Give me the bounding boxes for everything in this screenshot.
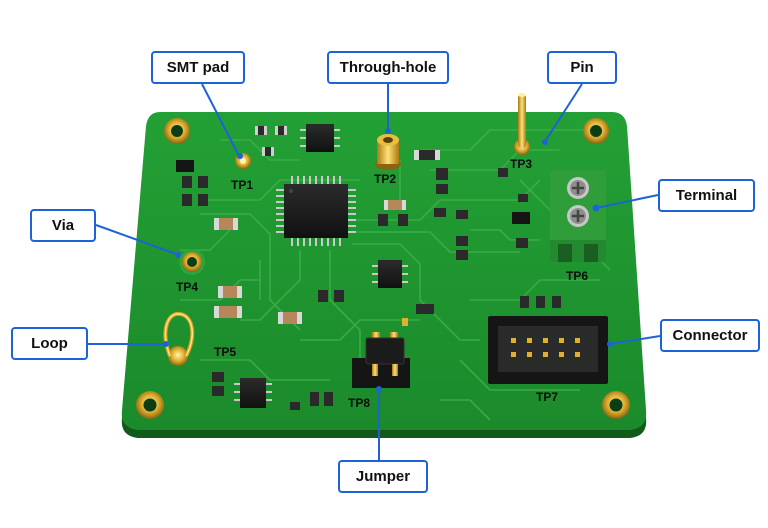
smd-components	[176, 126, 561, 410]
callout-jumper-label: Jumper	[355, 468, 411, 485]
tp5-loop	[163, 311, 195, 366]
callout-terminal: Terminal	[658, 179, 755, 212]
tp5-label: TP5	[214, 345, 236, 359]
tp2-label: TP2	[374, 172, 396, 186]
callout-loop-label: Loop	[31, 335, 68, 352]
tp4-via	[179, 249, 205, 275]
tp4-label: TP4	[176, 280, 198, 294]
pcb-traces	[180, 129, 611, 421]
tp2-through-hole	[375, 134, 401, 170]
test-point-labels: TP1 TP2 TP3 TP4 TP5 TP6 TP7 TP8	[176, 157, 588, 410]
callout-via-label: Via	[51, 217, 75, 234]
tp3-label: TP3	[510, 157, 532, 171]
callout-loop: Loop	[11, 327, 88, 360]
callout-pin-label: Pin	[570, 59, 594, 76]
mounting-holes	[136, 118, 630, 419]
tp6-terminal-block	[550, 170, 606, 262]
callout-smt-pad-label: SMT pad	[166, 59, 230, 76]
callout-via: Via	[30, 209, 96, 242]
callout-jumper: Jumper	[338, 460, 428, 493]
tp8-jumper	[352, 318, 410, 388]
callout-terminal-label: Terminal	[675, 187, 738, 204]
tp1-label: TP1	[231, 178, 253, 192]
callout-pin: Pin	[547, 51, 617, 84]
callout-connector: Connector	[660, 319, 760, 352]
ic-chips	[234, 124, 408, 408]
tp8-label: TP8	[348, 396, 370, 410]
callout-dots	[163, 128, 613, 392]
callout-smt-pad: SMT pad	[151, 51, 245, 84]
tp7-box-connector	[488, 316, 608, 384]
callout-through-hole-label: Through-hole	[339, 59, 437, 76]
tp6-label: TP6	[566, 269, 588, 283]
callout-connector-label: Connector	[672, 327, 748, 344]
callout-through-hole: Through-hole	[327, 51, 449, 84]
callout-leaders	[88, 83, 661, 460]
tp3-pin	[514, 93, 530, 155]
tp7-label: TP7	[536, 390, 558, 404]
